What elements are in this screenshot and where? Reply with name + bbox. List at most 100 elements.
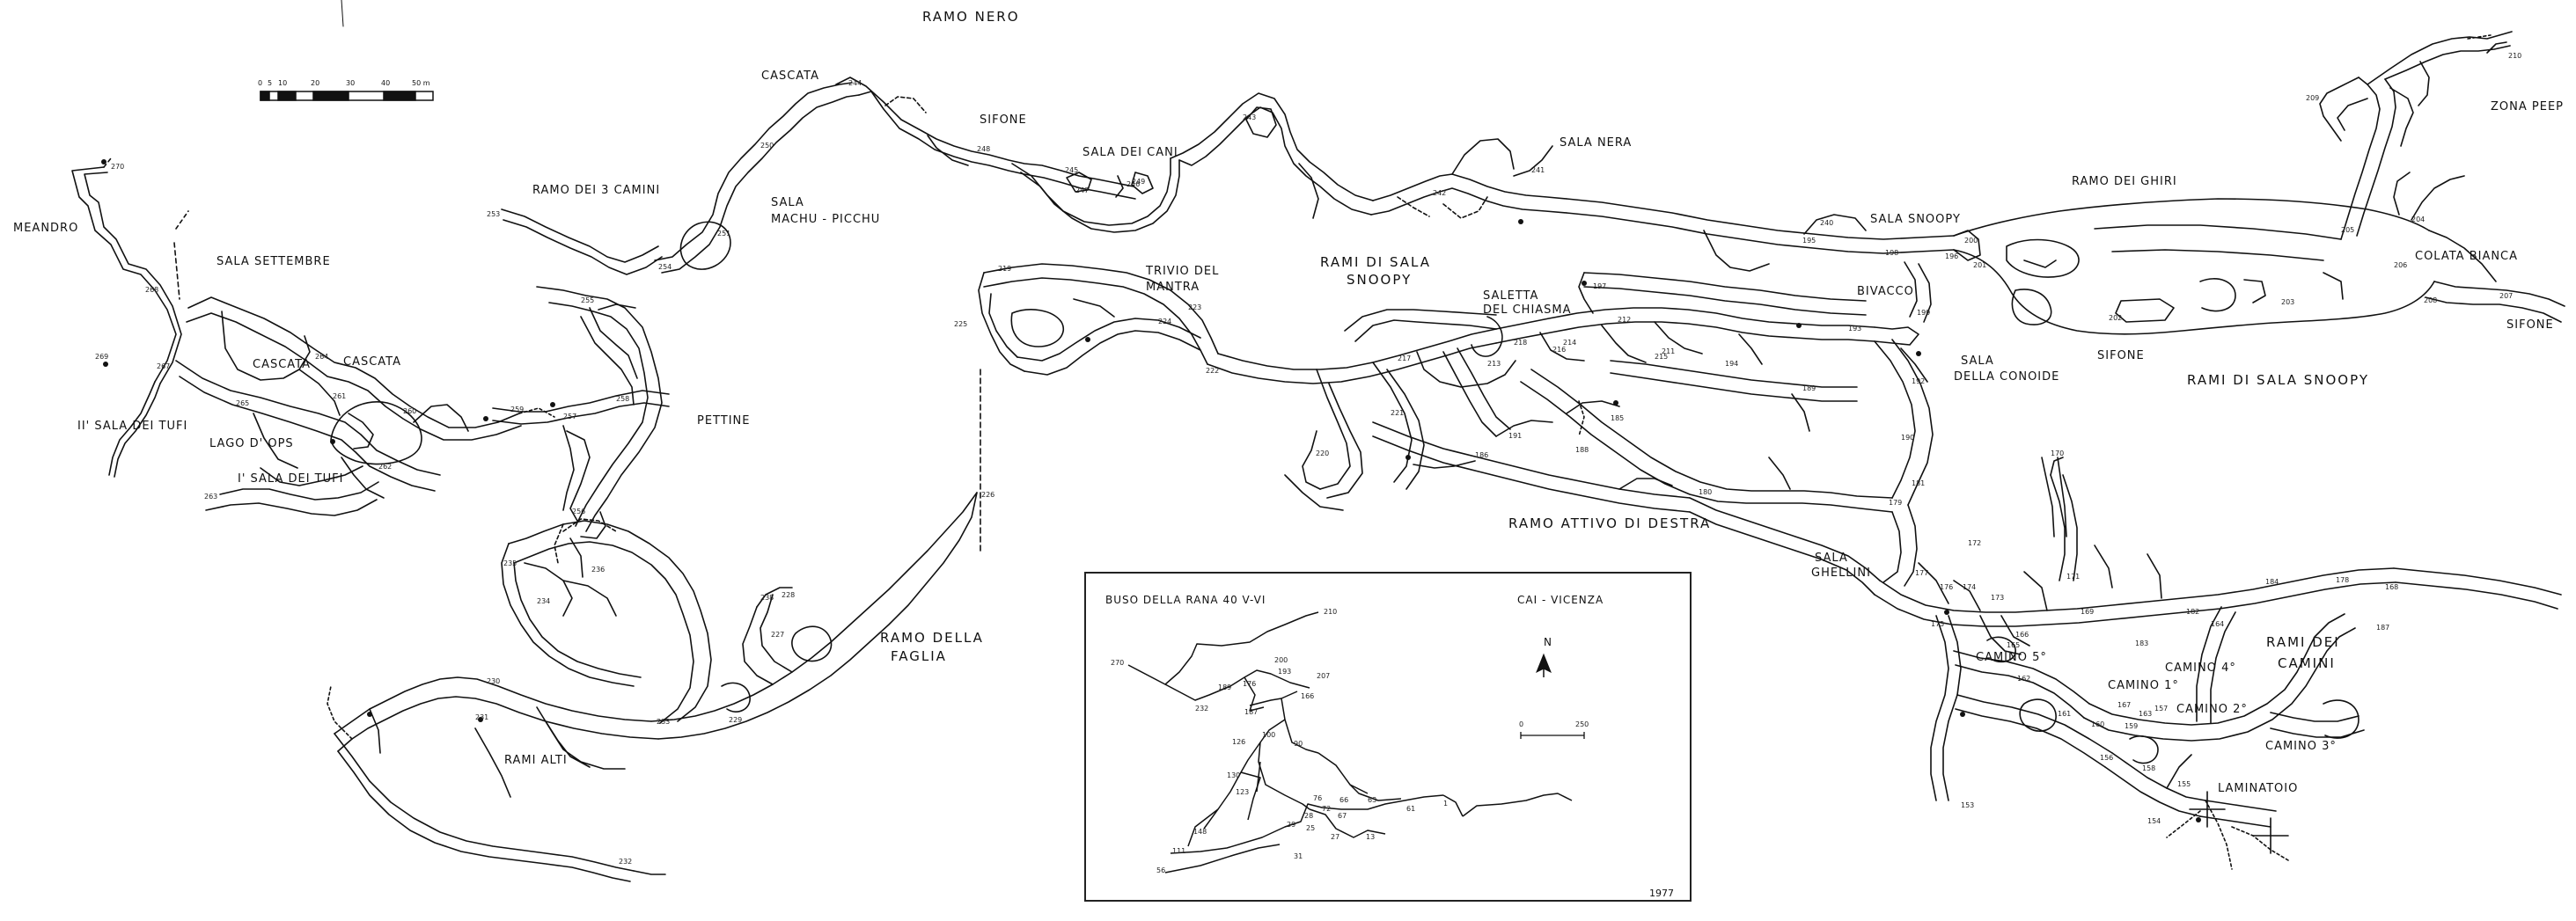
station-267: 267 xyxy=(157,362,171,370)
station-217: 217 xyxy=(1398,355,1412,362)
station-208: 208 xyxy=(2424,296,2438,304)
passage-saletta-del-chiasma xyxy=(1495,307,1875,330)
station-242: 242 xyxy=(1433,189,1447,197)
station-155: 155 xyxy=(2177,780,2191,788)
inset-overview: BUSO DELLA RANA 40 V-VI CAI - VICENZA N … xyxy=(1084,572,1692,902)
station-191: 191 xyxy=(1508,432,1523,440)
label-trivio-del: TRIVIO DEL xyxy=(1146,265,1220,278)
label-meandro: MEANDRO xyxy=(13,222,79,235)
station-256: 256 xyxy=(572,508,586,515)
station-221: 221 xyxy=(1391,409,1405,417)
label-del-chiasma: DEL CHIASMA xyxy=(1483,303,1572,317)
station-265: 265 xyxy=(236,399,250,407)
station-164: 164 xyxy=(2211,620,2225,628)
label-sala-machu: SALA xyxy=(771,196,804,209)
label-machu-picchu: MACHU - PICCHU xyxy=(771,213,881,226)
inset-station-56: 56 xyxy=(1156,866,1166,874)
station-181: 181 xyxy=(1912,479,1926,487)
inset-polyline xyxy=(1127,611,1585,873)
inset-scale-250: 250 xyxy=(1575,720,1589,728)
station-235: 235 xyxy=(503,559,517,567)
station-219: 219 xyxy=(998,265,1012,273)
station-167: 167 xyxy=(2117,701,2132,709)
station-154: 154 xyxy=(2147,817,2161,825)
inset-station-123: 123 xyxy=(1236,788,1250,796)
station-231: 231 xyxy=(475,713,489,721)
station-172: 172 xyxy=(1968,539,1982,547)
passage-ramo-nero xyxy=(835,77,1134,187)
station-205: 205 xyxy=(2341,226,2355,234)
station-263: 263 xyxy=(204,493,218,501)
station-268: 268 xyxy=(145,286,159,294)
station-179: 179 xyxy=(1889,499,1903,507)
label-camini: CAMINI xyxy=(2278,655,2336,671)
station-201: 201 xyxy=(1973,261,1987,269)
inset-station-166: 166 xyxy=(1301,692,1315,700)
label-pettine: PETTINE xyxy=(697,414,751,428)
station-196: 196 xyxy=(1945,252,1959,260)
station-230: 230 xyxy=(487,677,501,685)
station-180: 180 xyxy=(1699,488,1713,496)
label-faglia: FAGLIA xyxy=(891,648,947,664)
station-216: 216 xyxy=(1552,346,1567,354)
station-177: 177 xyxy=(1915,569,1929,577)
label-laminatoio: LAMINATOIO xyxy=(2218,782,2299,795)
station-186: 186 xyxy=(1475,451,1489,459)
label-saletta: SALETTA xyxy=(1483,289,1539,303)
inset-scale-0: 0 xyxy=(1519,720,1524,728)
station-214: 214 xyxy=(1563,339,1577,347)
inset-station-193: 193 xyxy=(1278,668,1292,676)
inset-station-27: 27 xyxy=(1331,833,1340,841)
station-160: 160 xyxy=(2091,720,2105,728)
label-rami-di-sala: RAMI DI SALA xyxy=(1320,254,1431,270)
station-236: 236 xyxy=(591,566,605,574)
inset-station-25: 25 xyxy=(1306,824,1316,832)
inset-scale-bar xyxy=(1520,732,1585,739)
passage-ramo-attivo-di-destra xyxy=(1879,567,2395,613)
inset-station-61: 61 xyxy=(1406,805,1416,813)
label-sala-dei-cani: SALA DEI CANI xyxy=(1083,146,1178,159)
north-label: N xyxy=(1544,636,1552,648)
station-182: 182 xyxy=(2186,608,2200,616)
station-259: 259 xyxy=(510,406,525,413)
label-cascata-2: CASCATA xyxy=(343,355,402,369)
north-arrow xyxy=(1536,653,1552,677)
scale-bar xyxy=(260,91,434,101)
scale-tick-0: 0 xyxy=(258,79,263,87)
passage-ramo-dei-3-camini xyxy=(501,208,659,263)
passage-ramo-della-faglia xyxy=(650,492,978,722)
label-camino-5: CAMINO 5° xyxy=(1976,651,2047,664)
station-248: 248 xyxy=(977,145,991,153)
station-176: 176 xyxy=(1940,583,1954,591)
station-222: 222 xyxy=(1206,367,1220,375)
station-210: 210 xyxy=(2508,52,2522,60)
station-194: 194 xyxy=(1725,360,1739,368)
label-sifone-right: SIFONE xyxy=(2097,349,2145,362)
station-203: 203 xyxy=(2281,298,2295,306)
inset-station-1: 1 xyxy=(1443,800,1449,808)
inset-station-187: 187 xyxy=(1244,708,1259,716)
scale-tick-20: 20 xyxy=(311,79,320,87)
station-244: 244 xyxy=(848,79,862,87)
station-241: 241 xyxy=(1531,166,1545,174)
station-184: 184 xyxy=(2265,578,2279,586)
inset-station-63: 63 xyxy=(1368,796,1377,804)
label-cascata-1: CASCATA xyxy=(253,358,312,371)
inset-station-126: 126 xyxy=(1232,738,1246,746)
label-rami-di-sala-snoopy: RAMI DI SALA SNOOPY xyxy=(2187,372,2369,388)
passage-upper-corridor xyxy=(1566,198,1955,240)
inset-station-210: 210 xyxy=(1324,608,1338,616)
station-206: 206 xyxy=(2394,261,2408,269)
label-sala-conoide: SALA xyxy=(1961,355,1994,368)
station-238: 238 xyxy=(760,594,774,602)
label-ramo-della: RAMO DELLA xyxy=(880,630,984,646)
label-camino-4: CAMINO 4° xyxy=(2165,662,2236,675)
station-178: 178 xyxy=(2336,576,2350,584)
label-snoopy: SNOOPY xyxy=(1347,272,1413,288)
station-246: 246 xyxy=(1127,180,1141,188)
station-270: 270 xyxy=(111,163,125,171)
station-226: 226 xyxy=(981,491,995,499)
inset-station-111: 111 xyxy=(1172,847,1186,855)
passage-sala-nera xyxy=(1170,92,1374,201)
